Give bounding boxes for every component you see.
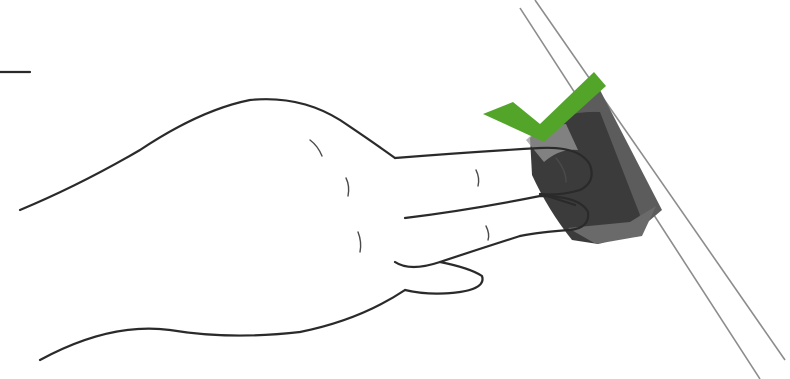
hand-press-icon — [20, 99, 592, 360]
pull-handle-icon — [526, 90, 662, 244]
